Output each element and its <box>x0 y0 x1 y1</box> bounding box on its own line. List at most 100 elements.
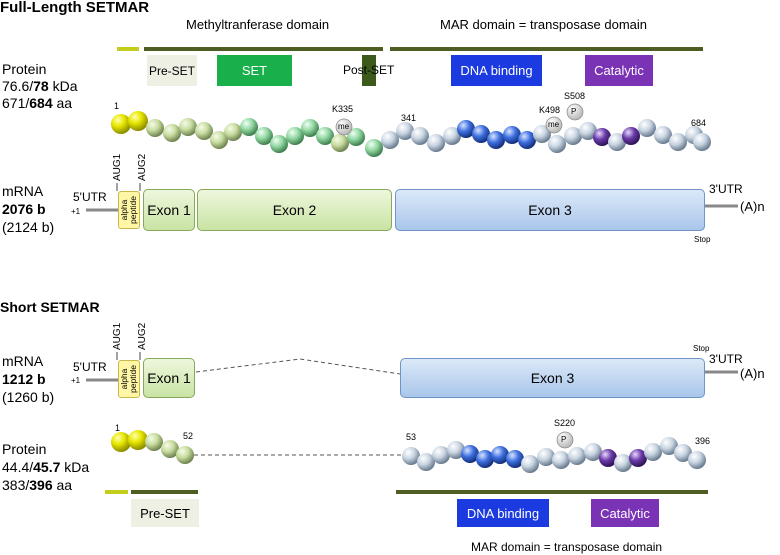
full-bead <box>693 133 711 151</box>
protein-mw: 76.6/78 kDa <box>2 78 78 94</box>
alpha-peptide-box: alpha peptide <box>118 191 140 229</box>
exon2-full: Exon 2 <box>197 189 392 231</box>
full-bead <box>669 133 687 151</box>
short-protein-label: Protein <box>2 441 47 457</box>
short-bead-label-s220: S220 <box>554 418 576 428</box>
short-utr3-label: 3'UTR <box>709 352 743 366</box>
full-bead <box>111 114 131 134</box>
full-bead <box>487 131 505 149</box>
short-p-label-s220: P <box>561 435 567 444</box>
full-bead <box>411 127 429 145</box>
short-title: Short SETMAR <box>0 299 100 315</box>
preset-box: Pre-SET <box>147 55 197 86</box>
full-bead <box>579 122 597 140</box>
short-aug2-label: AUG2 <box>137 322 148 350</box>
short-bead-label-53: 53 <box>406 432 417 442</box>
full-bead <box>472 125 490 143</box>
alpha-peptide-label: alpha peptide <box>119 196 138 224</box>
short-bead <box>614 454 632 472</box>
protein-aa: 671/684 aa <box>2 95 73 111</box>
full-bead <box>548 135 566 153</box>
full-bead <box>443 127 461 145</box>
stop-label: Stop <box>694 235 711 244</box>
short-aug1-label: AUG1 <box>112 322 123 350</box>
short-bead <box>599 449 617 467</box>
p-label-s508: P <box>571 107 577 116</box>
p-marker-s220 <box>556 431 574 449</box>
full-bead <box>593 128 611 146</box>
full-bead <box>427 134 445 152</box>
full-bead <box>316 127 334 145</box>
full-bead <box>255 127 273 145</box>
mar-domain-bar <box>390 47 703 51</box>
bead-label-684: 684 <box>691 118 707 128</box>
mrna-size-alt: (2124 b) <box>2 219 55 235</box>
short-bead-label-1: 1 <box>115 423 121 433</box>
utr5-label: 5'UTR <box>73 190 107 204</box>
exon3-full: Exon 3 <box>395 189 705 231</box>
full-bead <box>301 119 319 137</box>
catalytic-box: Catalytic <box>585 55 653 86</box>
short-alpha-peptide-label: alpha peptide <box>119 365 138 393</box>
short-dna-binding-box: DNA binding <box>457 499 549 527</box>
full-bead <box>270 135 288 153</box>
full-bead <box>608 133 626 151</box>
full-bead <box>381 131 399 149</box>
full-bead <box>146 119 164 137</box>
full-bead <box>195 122 213 140</box>
polya-label: (A)n <box>740 199 765 214</box>
bead-label-k498: K498 <box>539 105 561 115</box>
short-bead <box>521 455 539 473</box>
plus1-label: +1 <box>71 207 81 216</box>
mrna-label: mRNA <box>2 183 44 199</box>
full-bead <box>224 123 242 141</box>
bead-label-s508: S508 <box>564 91 586 101</box>
full-bead <box>179 118 197 136</box>
postset-box <box>362 55 376 86</box>
short-bead-label-52: 52 <box>183 431 194 441</box>
full-bead <box>533 125 551 143</box>
exon1-short: Exon 1 <box>143 358 195 398</box>
short-plus1-label: +1 <box>71 376 81 385</box>
short-mar-domain-label: MAR domain = transposase domain <box>471 540 663 554</box>
short-preset-box: Pre-SET <box>131 499 199 527</box>
alpha-domain-bar <box>117 47 139 51</box>
short-mrna-size-alt: (1260 b) <box>2 389 55 405</box>
short-bead <box>176 446 194 464</box>
short-bead <box>537 448 555 466</box>
full-bead <box>654 126 672 144</box>
full-bead <box>286 127 304 145</box>
short-bead <box>461 445 479 463</box>
short-bead <box>644 443 662 461</box>
me-label-k498: me <box>548 120 560 129</box>
short-bead <box>432 446 450 464</box>
short-bead <box>584 443 602 461</box>
short-bead-label-396: 396 <box>695 436 711 446</box>
short-bead <box>552 451 570 469</box>
mar-domain-label: MAR domain = transposase domain <box>440 17 648 32</box>
exon1-full: Exon 1 <box>143 189 195 231</box>
set-box: SET <box>217 55 292 86</box>
full-bead <box>396 122 414 140</box>
full-bead <box>128 111 148 131</box>
short-bead <box>674 444 692 462</box>
postset-label: Post-SET <box>343 63 395 77</box>
short-utr5-label: 5'UTR <box>73 360 107 374</box>
full-bead <box>331 134 349 152</box>
mrna-size: 2076 b <box>2 201 46 217</box>
aug2-label: AUG2 <box>137 153 148 181</box>
short-bead <box>161 440 179 458</box>
short-bead <box>447 441 465 459</box>
me-label-k335: me <box>338 122 350 131</box>
short-bead <box>568 447 586 465</box>
full-bead <box>518 131 536 149</box>
short-stop-label: Stop <box>693 344 710 353</box>
me-marker-k335 <box>335 118 353 136</box>
full-bead <box>347 128 365 146</box>
short-mrna-label: mRNA <box>2 353 44 369</box>
full-bead <box>210 131 228 149</box>
bead-label-k335: K335 <box>332 104 354 114</box>
protein-label: Protein <box>2 61 47 77</box>
bead-label-341: 341 <box>401 113 417 123</box>
